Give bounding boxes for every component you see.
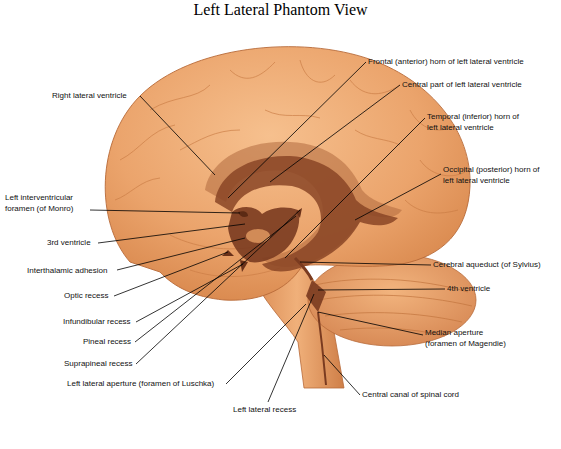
part-label: Right lateral ventricle [52, 90, 127, 101]
part-label: Frontal (anterior) horn of left lateral … [368, 56, 524, 67]
part-label: Cerebral aqueduct (of Sylvius) [433, 259, 541, 270]
part-label: Median aperture (foramen of Magendie) [425, 327, 510, 349]
part-label: Infundibular recess [63, 316, 131, 327]
diagram-title: Left Lateral Phantom View [0, 1, 561, 19]
part-label: Suprapineal recess [64, 358, 132, 369]
part-label: Left lateral recess [233, 404, 296, 415]
leader-lines [90, 62, 445, 402]
part-label: Pineal recess [83, 336, 131, 347]
part-label: Left interventricular foramen (of Monro) [5, 192, 97, 214]
part-label: Central canal of spinal cord [362, 389, 459, 400]
part-label: Interthalamic adhesion [27, 265, 108, 276]
part-label: 3rd ventricle [47, 237, 91, 248]
part-label: Temporal (inferior) horn of left lateral… [427, 111, 522, 133]
part-label: Central part of left lateral ventricle [402, 79, 522, 90]
part-label: Optic recess [64, 290, 108, 301]
part-label: 4th ventricle [447, 283, 490, 294]
part-label: Occipital (posterior) horn of left later… [443, 164, 543, 186]
part-label: Left lateral aperture (foramen of Luschk… [67, 378, 214, 389]
